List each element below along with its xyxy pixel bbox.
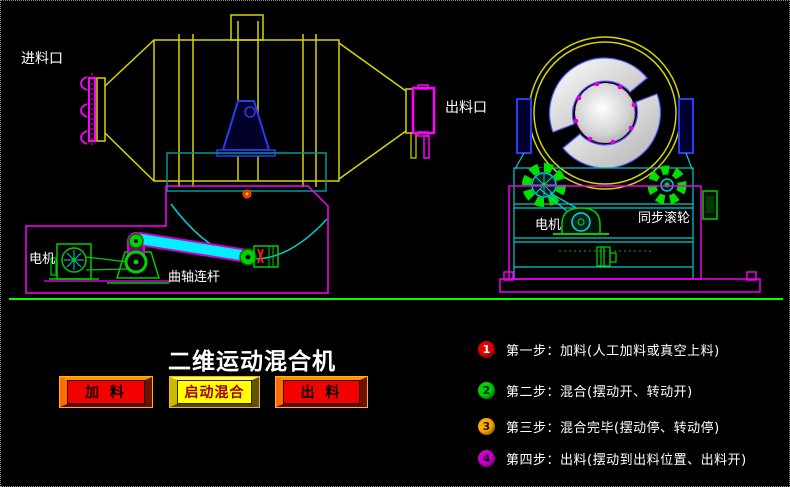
page-title: 二维运动混合机 (168, 349, 336, 375)
step-number-badge: 4 (478, 449, 495, 467)
step-number-badge: 1 (478, 340, 495, 358)
step-text: 第二步：混合(摆动开、转动开) (506, 384, 693, 400)
step-item-2: 2 第二步：混合(摆动开、转动开) (478, 381, 693, 400)
label-motor-right: 电机 (535, 218, 562, 233)
side-handle-box (702, 190, 718, 220)
side-brackets (516, 98, 694, 154)
step-item-3: 3 第三步：混合完毕(摆动停、转动停) (478, 417, 720, 436)
drum-body (96, 14, 417, 187)
motor-left-drawing (49, 243, 129, 280)
label-motor-left: 电机 (29, 252, 56, 267)
machine-housing (25, 185, 329, 294)
label-sync-roller: 同步滚轮 (638, 211, 691, 226)
mixer-side-view (25, 14, 436, 294)
step-item-1: 1 第一步：加料(人工加料或真空上料) (478, 340, 720, 359)
mixer-end-view (499, 36, 761, 293)
flange-bolts (573, 81, 637, 145)
discharge-button-label: 出 料 (283, 380, 360, 404)
bottom-component (596, 246, 617, 267)
step-text: 第一步：加料(人工加料或真空上料) (506, 343, 720, 359)
discharge-button[interactable]: 出 料 (275, 376, 368, 408)
motor-belt (85, 256, 129, 271)
sync-roller-drawing (647, 165, 687, 205)
label-outlet: 出料口 (445, 100, 487, 116)
connecting-rod (135, 234, 252, 261)
label-crank-rod: 曲轴连杆 (168, 270, 221, 285)
discharge-valve (411, 84, 436, 159)
drive-roller (522, 163, 566, 207)
support-stand (216, 100, 276, 157)
crank-rod-mechanism (107, 232, 279, 284)
feed-inlet-flange (80, 73, 96, 146)
step-item-4: 4 第四步：出料(摆动到出料位置、出料开) (478, 449, 747, 468)
start-mix-button[interactable]: 启动混合 (169, 376, 260, 408)
red-indicator-dot (242, 189, 252, 199)
motor-right-drawing (539, 188, 609, 235)
step-number-badge: 3 (478, 417, 495, 435)
step-number-badge: 2 (478, 381, 495, 399)
start-mix-button-label: 启动混合 (177, 380, 252, 404)
center-sphere (573, 81, 637, 145)
feed-button-label: 加 料 (67, 380, 145, 404)
step-text: 第三步：混合完毕(摆动停、转动停) (506, 420, 720, 436)
manhole-cap (230, 14, 264, 41)
base-frame-outline (499, 185, 761, 293)
step-text: 第四步：出料(摆动到出料位置、出料开) (506, 452, 747, 468)
label-feed-inlet: 进料口 (21, 51, 63, 67)
feed-button[interactable]: 加 料 (59, 376, 153, 408)
